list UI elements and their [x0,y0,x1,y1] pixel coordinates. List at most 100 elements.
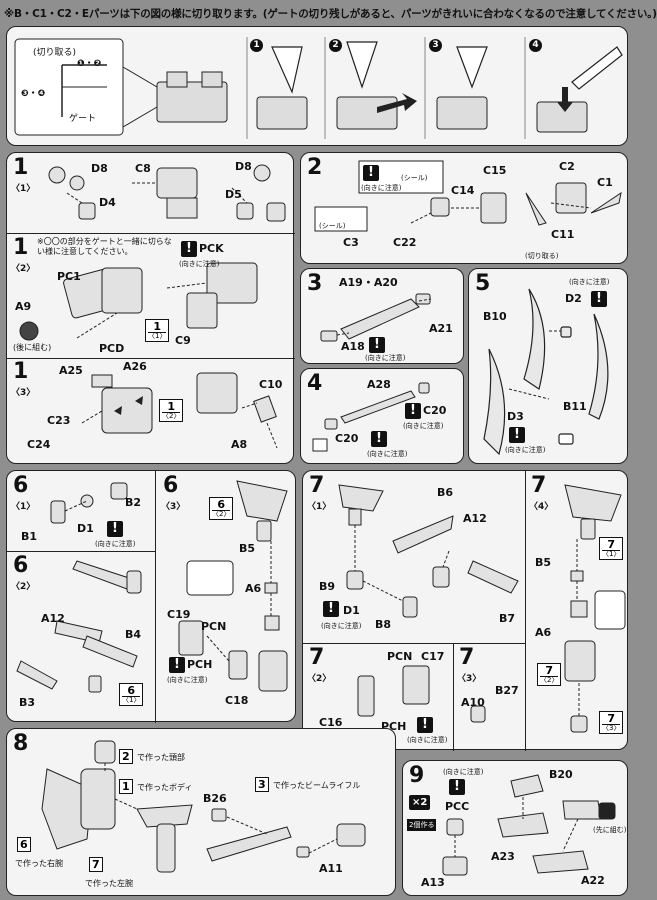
seal-note: (シール) [401,174,428,182]
ref-step-1: 1 [119,779,133,794]
step-7-1-number: 7 [309,473,325,498]
label-d1: D1 [343,604,360,617]
step-7-4-number: 7 [531,473,547,498]
step-4-illustration [312,382,430,452]
label-pch: PCH [187,658,213,671]
step-6-panel: 6 〈1〉 B2 B1 D1 ! (向きに注意) 6 〈2〉 A12 B4 B3… [6,470,296,723]
label-c11: C11 [551,228,575,241]
step-9-panel: 9 ×2 2個作る (向きに注意) ! PCC B20 (先に組む) A23 A… [402,760,628,896]
made-body-label: で作ったボディ [137,783,193,792]
ref-step-2: 2 [119,749,133,764]
step-2-panel: 2 ! (シール) (向きに注意) (シール) C14 C15 C2 C1 C3… [300,152,628,264]
label-d1: D1 [77,522,94,535]
label-b10: B10 [483,310,507,323]
label-b8: B8 [375,618,392,631]
label-b20: B20 [549,768,573,781]
label-c3: C3 [343,236,359,249]
step-6-2-sub: 〈2〉 [11,582,36,592]
warning-icon: ! [417,717,433,733]
direction-note: (向きに注意) [443,768,484,776]
made-left-arm-label: で作った左腕 [85,879,133,888]
warning-icon: ! [591,291,607,307]
label-b1: B1 [21,530,38,543]
step-7-2-sub: 〈2〉 [307,674,332,684]
step-6-illustration [16,480,288,693]
label-a8: A8 [231,438,248,451]
cut-note: (切り取る) [525,252,559,260]
label-c15: C15 [483,164,507,177]
made-right-arm-label: で作った右腕 [15,859,63,868]
direction-note: (向きに注意) [367,450,408,458]
label-b3: B3 [19,696,36,709]
label-d4: D4 [99,196,116,209]
ref-step-1-2: 1〈2〉 [159,399,184,422]
step-1-2-note: ※〇〇の部分をゲートと一緒に切らない様に注意してください。 [37,237,172,256]
step-1-panel: 1 〈1〉 D8 D4 C8 D8 D5 1 〈2〉 ※〇〇の部分をゲートと一緒… [6,152,295,464]
gate-step-4: 4 [529,39,542,52]
label-b2: B2 [125,496,142,509]
ref-step-6-1: 6〈1〉 [119,683,144,706]
label-b5: B5 [239,542,256,555]
step-5-panel: 5 (向きに注意) B10 D2 ! D3 ! (向きに注意) B11 [468,268,628,464]
instruction-header: ※B・C1・C2・Eパーツは下の図の様に切り取ります。(ゲートの切り残しがあると… [4,8,657,20]
step-1-3-sub: 〈3〉 [11,388,36,398]
label-a28: A28 [367,378,391,391]
label-b4: B4 [125,628,142,641]
warning-icon: ! [181,241,197,257]
warning-icon: ! [509,427,525,443]
step-7-panel: 7 〈1〉 B6 A12 B9 ! D1 (向きに注意) B8 B7 7 〈2〉… [302,470,628,751]
step-5-illustration [483,288,609,456]
step-8-panel: 8 2 で作った頭部 1 で作ったボディ 3 で作ったビームライフル B26 A… [6,728,396,896]
before-note: (先に組む) [593,826,627,834]
label-a13: A13 [421,876,445,889]
label-c2: C2 [559,160,575,173]
step-6-2-number: 6 [13,553,29,578]
label-c9: C9 [175,334,191,347]
step-7-illustration [338,484,626,733]
rear-note: (後に組む) [13,343,52,352]
label-b6: B6 [437,486,454,499]
label-b11: B11 [563,400,587,413]
warning-icon: ! [371,431,387,447]
label-c22: C22 [393,236,417,249]
seal-note: (シール) [319,222,346,230]
step-1-2-number: 1 [13,235,29,260]
gate-step-3: 3 [429,39,442,52]
step-6-1-sub: 〈1〉 [11,502,36,512]
step-2-number: 2 [307,155,323,180]
label-d8-a: D8 [91,162,108,175]
label-a12: A12 [41,612,65,625]
direction-note: (向きに注意) [569,278,610,286]
label-a23: A23 [491,850,515,863]
step-1-illustration [19,164,286,449]
ref-step-1-1: 1〈1〉 [145,319,170,342]
step-1-1-sub: 〈1〉 [11,184,36,194]
label-a6: A6 [535,626,552,639]
label-c17: C17 [421,650,445,663]
step-8-number: 8 [13,731,29,756]
step-3-illustration [320,293,432,342]
label-pc1: PC1 [57,270,81,283]
label-a18: A18 [341,340,365,353]
label-pcn: PCN [387,650,413,663]
warning-icon: ! [169,657,185,673]
direction-note: (向きに注意) [407,736,448,744]
made-head-label: で作った頭部 [137,753,185,762]
label-b5: B5 [535,556,552,569]
label-d2: D2 [565,292,582,305]
label-b27: B27 [495,684,519,697]
label-c20-a: C20 [423,404,447,417]
ref-step-7: 7 [89,857,103,872]
label-a10: A10 [461,696,485,709]
gate-step-2: 2 [329,39,342,52]
label-d8-b: D8 [235,160,252,173]
ref-step-3: 3 [255,777,269,792]
label-d3: D3 [507,410,524,423]
direction-note: (向きに注意) [321,622,362,630]
direction-note: (向きに注意) [403,422,444,430]
step-4-panel: 4 A28 ! C20 (向きに注意) C20 ! (向きに注意) [300,368,464,464]
step-7-1-sub: 〈1〉 [307,502,332,512]
label-a25: A25 [59,364,83,377]
label-c23: C23 [47,414,71,427]
label-a22: A22 [581,874,605,887]
